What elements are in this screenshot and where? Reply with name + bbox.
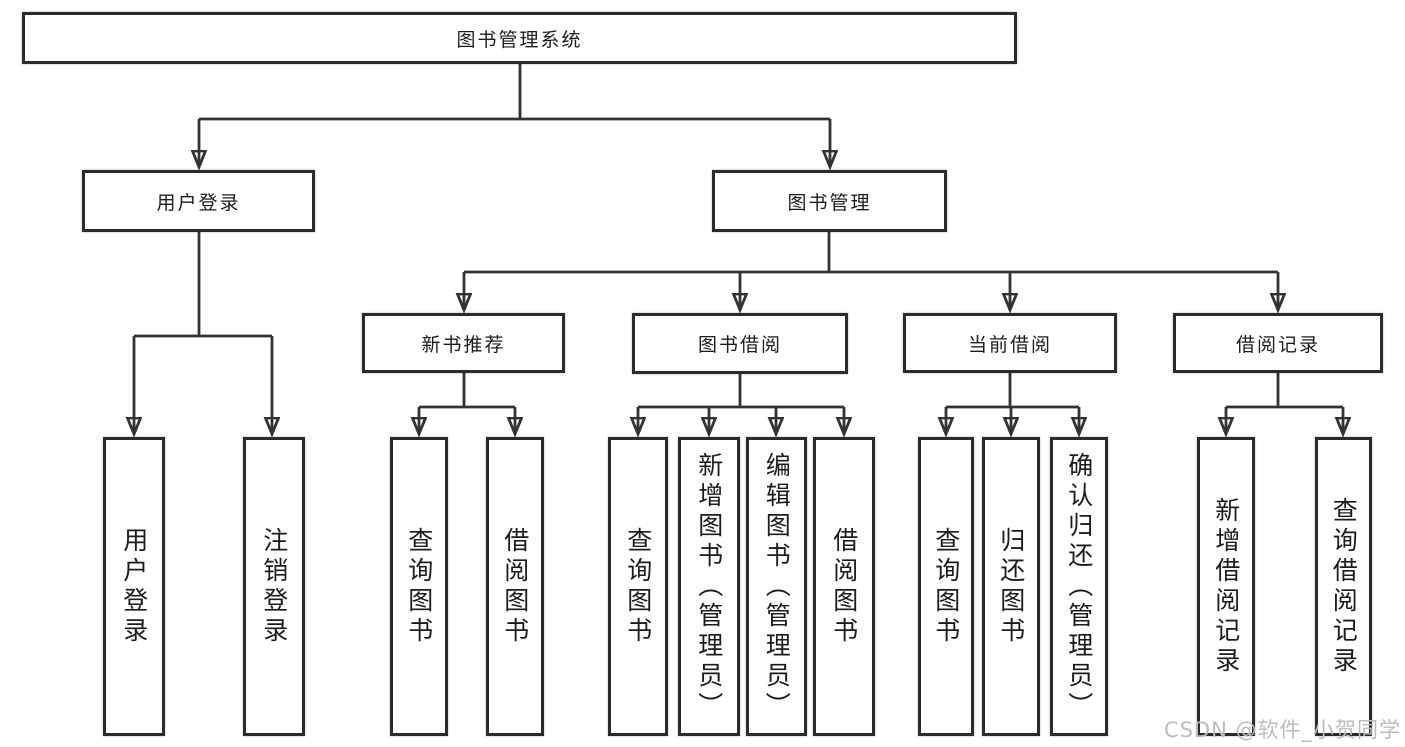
node-query-borrow-record: 查询借阅记录 bbox=[1315, 437, 1372, 736]
node-label: 用户登录 bbox=[119, 526, 149, 647]
node-label: 归还图书 bbox=[996, 526, 1026, 647]
node-label: 查询借阅记录 bbox=[1329, 496, 1359, 677]
connector-nbr-rail bbox=[419, 373, 515, 409]
node-label: 确认归还（管理员） bbox=[1064, 451, 1094, 722]
node-borrow-books-recommend: 借阅图书 bbox=[486, 437, 544, 736]
csdn-watermark: CSDN @软件_小贺同学 bbox=[1163, 718, 1401, 742]
node-add-books-admin: 新增图书（管理员） bbox=[678, 437, 740, 736]
connector-root-rail bbox=[199, 64, 830, 121]
connector-login-rail bbox=[134, 232, 272, 338]
node-logout: 注销登录 bbox=[243, 437, 305, 736]
node-query-books-borrowing: 查询图书 bbox=[608, 437, 668, 736]
node-current-borrowing: 当前借阅 bbox=[903, 313, 1117, 373]
node-label: 图书管理 bbox=[787, 191, 872, 214]
node-confirm-return-admin: 确认归还（管理员） bbox=[1050, 437, 1108, 736]
node-label: 新增借阅记录 bbox=[1211, 496, 1241, 677]
node-user-login: 用户登录 bbox=[82, 170, 315, 232]
node-label: 注销登录 bbox=[259, 526, 289, 647]
connector-mgmt-rail bbox=[464, 232, 1278, 274]
node-edit-books-admin: 编辑图书（管理员） bbox=[746, 437, 807, 736]
node-borrow-books-borrowing: 借阅图书 bbox=[813, 437, 875, 736]
node-new-book-recommendation: 新书推荐 bbox=[362, 313, 565, 373]
node-label: 新书推荐 bbox=[421, 333, 506, 356]
node-library-management-system: 图书管理系统 bbox=[22, 12, 1017, 64]
node-label: 借阅图书 bbox=[829, 526, 859, 647]
node-add-borrow-record: 新增借阅记录 bbox=[1197, 437, 1255, 736]
node-return-books: 归还图书 bbox=[982, 437, 1040, 736]
node-label: 图书管理系统 bbox=[456, 28, 583, 51]
node-label: 借阅图书 bbox=[500, 526, 530, 647]
node-label: 借阅记录 bbox=[1235, 333, 1320, 356]
node-label: 查询图书 bbox=[404, 526, 434, 647]
node-query-books-current: 查询图书 bbox=[918, 437, 974, 736]
node-label: 查询图书 bbox=[931, 526, 961, 647]
node-borrowing-records: 借阅记录 bbox=[1173, 313, 1383, 373]
node-query-books-recommend: 查询图书 bbox=[390, 437, 448, 736]
node-user-login-action: 用户登录 bbox=[103, 437, 165, 736]
node-label: 图书借阅 bbox=[697, 334, 782, 356]
node-book-borrowing: 图书借阅 bbox=[632, 313, 848, 374]
connector-br-rail bbox=[1226, 373, 1343, 409]
node-label: 新增图书（管理员） bbox=[694, 451, 724, 722]
node-book-management: 图书管理 bbox=[712, 170, 947, 232]
node-label: 当前借阅 bbox=[967, 333, 1052, 356]
connector-cb-rail bbox=[946, 373, 1079, 409]
node-label: 查询图书 bbox=[623, 526, 653, 647]
node-label: 用户登录 bbox=[156, 191, 241, 214]
connector-bb-rail bbox=[638, 374, 844, 409]
node-label: 编辑图书（管理员） bbox=[762, 451, 792, 722]
